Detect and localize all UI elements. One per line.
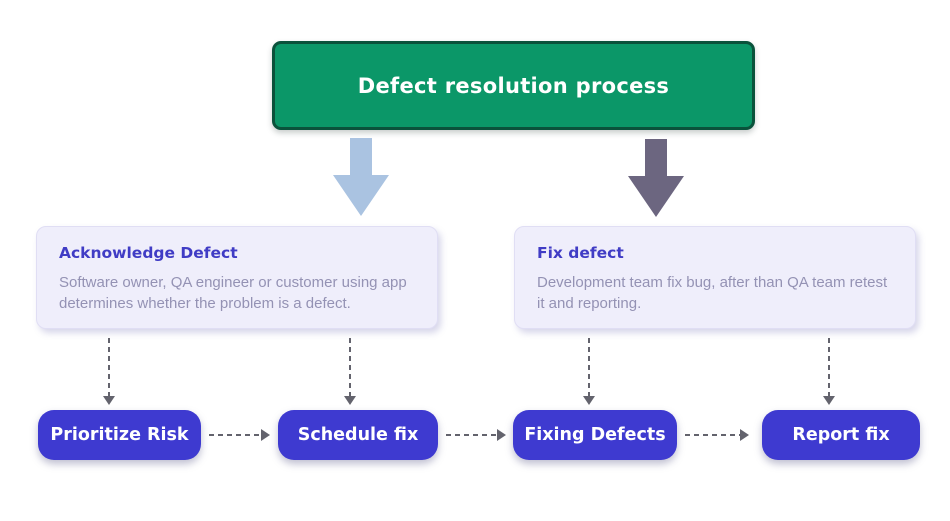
dashed-line <box>685 434 740 436</box>
dashed-line <box>446 434 497 436</box>
branch-card-body: Software owner, QA engineer or customer … <box>59 274 407 312</box>
step-pill-label: Fixing Defects <box>524 425 666 445</box>
arrowhead-right-icon <box>261 429 270 441</box>
step-pill-prioritize-risk[interactable]: Prioritize Risk <box>38 410 201 460</box>
step-pill-fixing-defects[interactable]: Fixing Defects <box>513 410 677 460</box>
dashed-right-arrow-3 <box>685 428 749 442</box>
dashed-line <box>828 338 830 396</box>
dashed-down-arrow-2 <box>344 338 356 405</box>
dashed-down-arrow-1 <box>103 338 115 405</box>
process-title-label: Defect resolution process <box>357 73 670 98</box>
dashed-down-arrow-4 <box>823 338 835 405</box>
branch-card-fix-defect[interactable]: Fix defect Development team fix bug, aft… <box>514 226 916 329</box>
down-block-arrow-right-icon <box>628 139 684 217</box>
dashed-right-arrow-1 <box>209 428 270 442</box>
step-pill-label: Prioritize Risk <box>50 425 189 445</box>
step-pill-label: Report fix <box>792 425 890 445</box>
step-pill-schedule-fix[interactable]: Schedule fix <box>278 410 438 460</box>
step-pill-label: Schedule fix <box>297 425 419 445</box>
arrowhead-down-icon <box>344 396 356 405</box>
down-block-arrow-left-icon <box>333 138 389 216</box>
dashed-down-arrow-3 <box>583 338 595 405</box>
arrowhead-right-icon <box>740 429 749 441</box>
arrowhead-down-icon <box>583 396 595 405</box>
branch-card-body: Development team fix bug, after than QA … <box>537 274 888 312</box>
dashed-right-arrow-2 <box>446 428 506 442</box>
arrowhead-down-icon <box>823 396 835 405</box>
dashed-line <box>108 338 110 396</box>
branch-card-acknowledge-defect[interactable]: Acknowledge Defect Software owner, QA en… <box>36 226 438 329</box>
step-pill-report-fix[interactable]: Report fix <box>762 410 920 460</box>
arrowhead-right-icon <box>497 429 506 441</box>
arrowhead-down-icon <box>103 396 115 405</box>
process-title-node[interactable]: Defect resolution process <box>272 41 755 130</box>
dashed-line <box>349 338 351 396</box>
dashed-line <box>209 434 261 436</box>
branch-card-heading: Fix defect <box>537 244 624 262</box>
dashed-line <box>588 338 590 396</box>
branch-card-heading: Acknowledge Defect <box>59 244 238 262</box>
